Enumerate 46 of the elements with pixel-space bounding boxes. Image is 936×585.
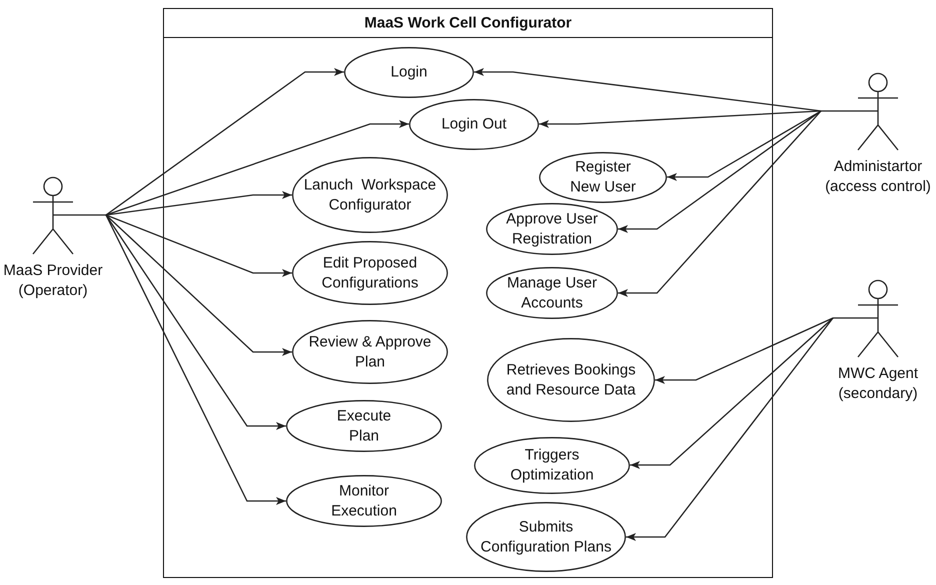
use-case-ellipse: [539, 152, 667, 202]
use-case-ellipse: [292, 241, 448, 305]
use-case-label: Triggers Optimization: [510, 446, 594, 484]
association-arrow: [106, 214, 292, 277]
association-arrow: [106, 191, 292, 216]
association-arrow: [105, 214, 286, 505]
association-arrow: [626, 318, 834, 541]
association-arrow: [539, 110, 822, 128]
system-title: MaaS Work Cell Configurator: [364, 13, 572, 33]
use-case-ellipse: [344, 46, 474, 98]
use-case-ellipse: [466, 502, 626, 572]
use-case-label: Register New User: [570, 158, 636, 196]
use-case-ellipse: [487, 338, 655, 422]
use-case-label: Retrieves Bookings and Resource Data: [505, 360, 637, 400]
use-case-ellipse: [292, 320, 448, 384]
association-arrow: [106, 68, 344, 216]
association-arrow: [105, 214, 286, 430]
use-case-ellipse: [474, 436, 630, 494]
association-arrow: [618, 110, 822, 233]
system-boundary: [163, 8, 773, 578]
use-case-label: Login: [390, 62, 428, 82]
use-case-ellipse: [286, 400, 442, 452]
actor-label: MWC Agent (secondary): [836, 364, 920, 403]
association-arrow: [106, 120, 409, 216]
use-case-label: Edit Proposed Configurations: [320, 254, 420, 292]
association-arrow: [667, 110, 822, 181]
association-arrow: [618, 110, 822, 297]
use-case-label: Submits Configuration Plans: [480, 518, 612, 556]
association-arrow: [655, 317, 834, 384]
use-case-label: Review & Approve Plan: [308, 332, 432, 372]
use-case-label: Execute Plan: [336, 406, 392, 446]
use-case-ellipse: [486, 267, 618, 319]
association-arrow: [630, 318, 834, 469]
use-case-label: Login Out: [440, 114, 508, 134]
association-arrow: [474, 68, 822, 112]
actor-label: MaaS Provider (Operator): [2, 261, 104, 300]
use-case-ellipse: [292, 157, 448, 233]
use-case-ellipse: [409, 98, 539, 150]
use-case-label: Lanuch Workspace Configurator: [302, 176, 438, 214]
use-case-ellipse: [286, 475, 442, 527]
use-case-label: Approve User Registration: [505, 210, 599, 248]
use-case-ellipse: [486, 203, 618, 255]
actor-label: Administartor (access control): [824, 157, 932, 196]
use-case-label: Manage User Accounts: [506, 274, 598, 312]
association-arrow: [106, 214, 292, 356]
use-case-label: Monitor Execution: [330, 482, 398, 520]
